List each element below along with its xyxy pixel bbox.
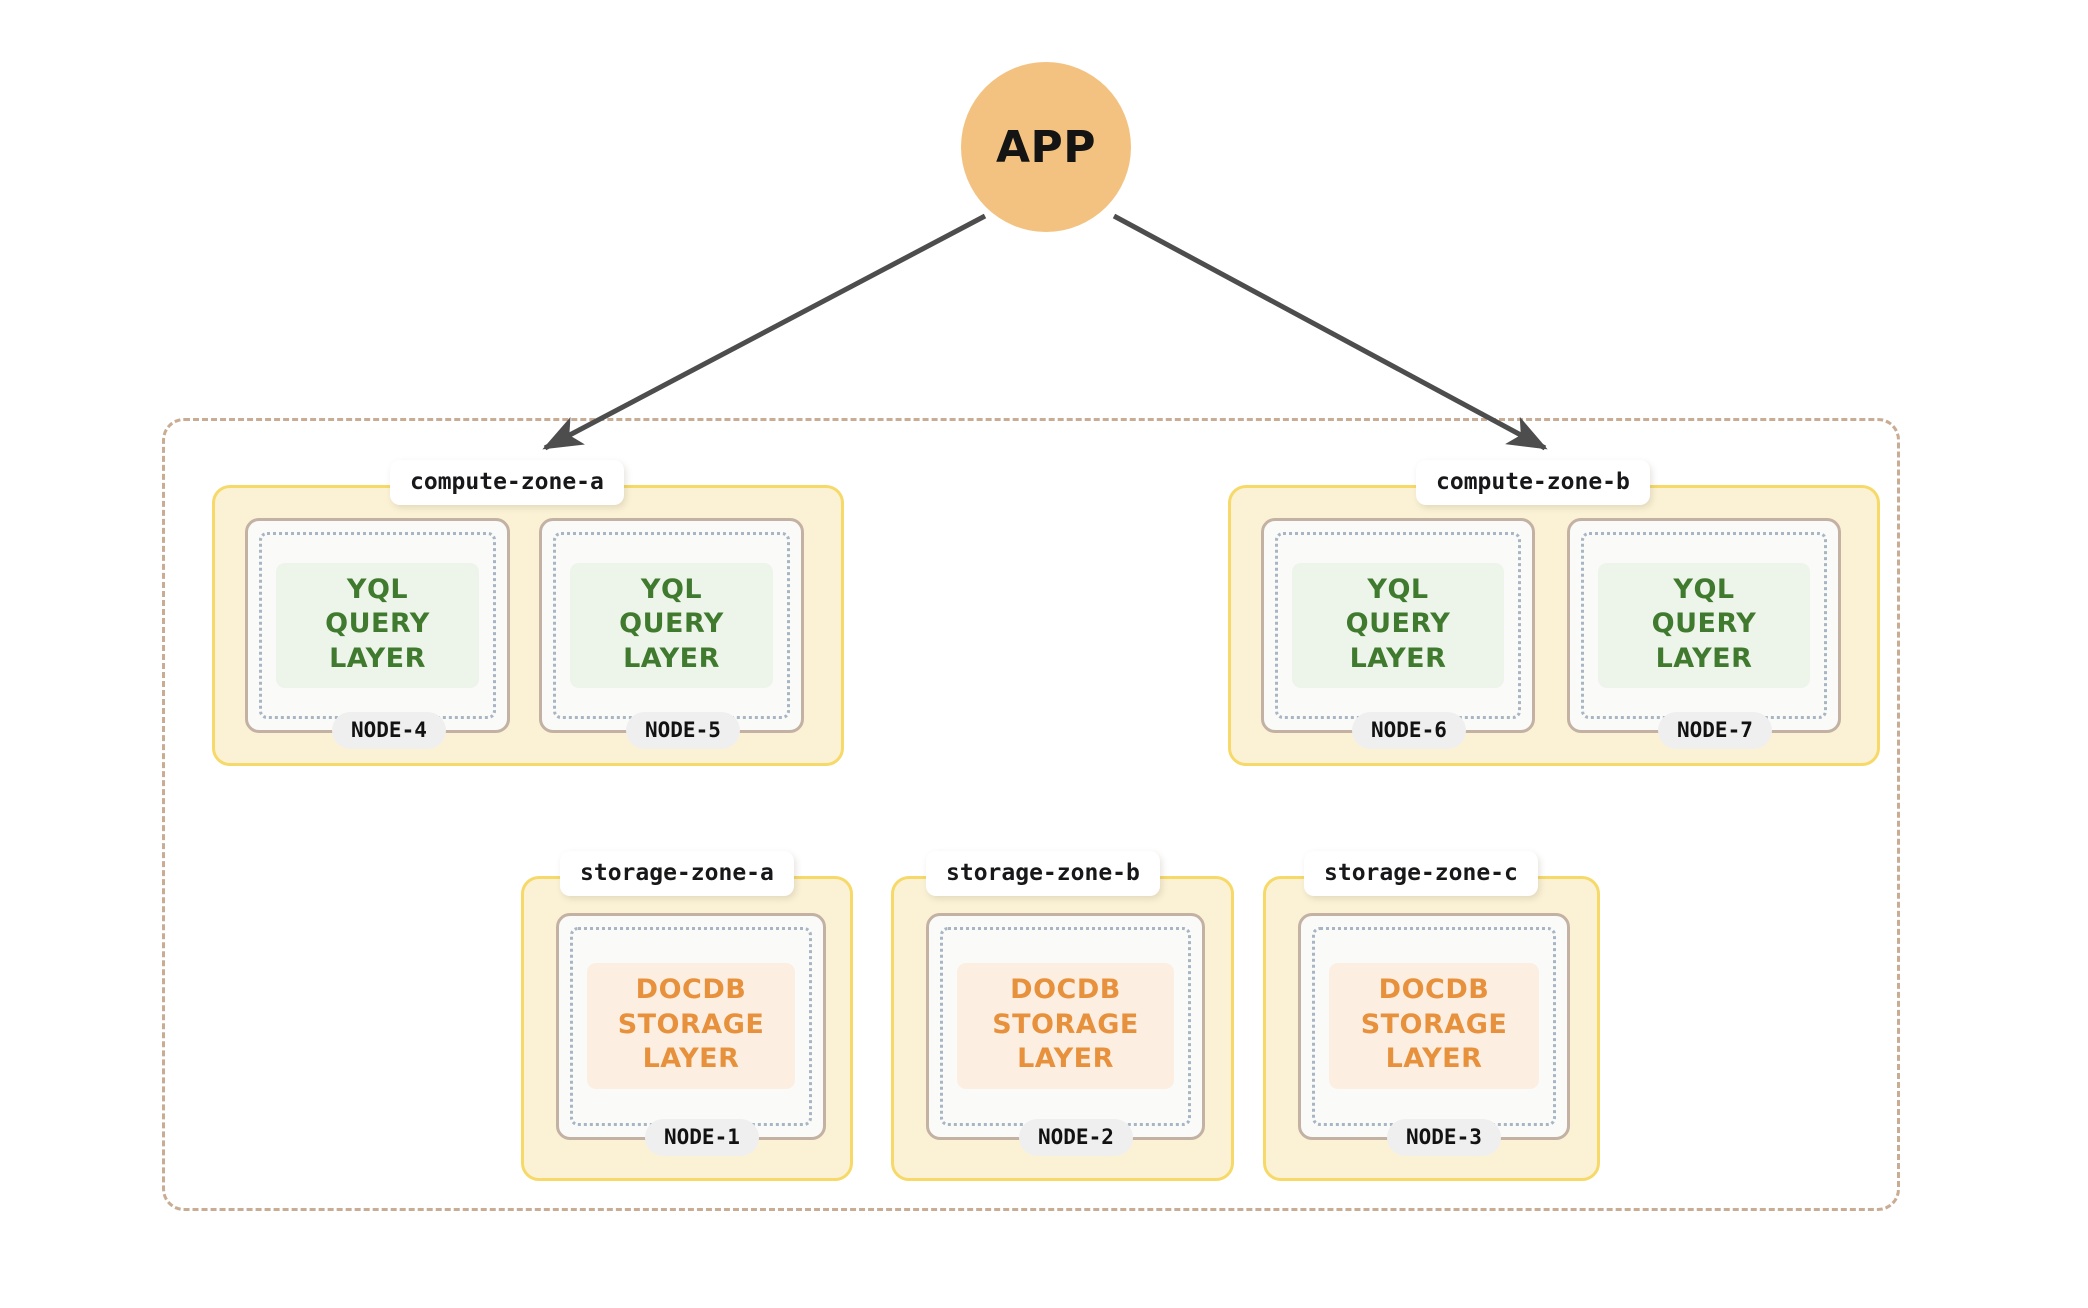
node-4-inner: YQL QUERY LAYER: [259, 532, 496, 719]
node-node-4[interactable]: YQL QUERY LAYER NODE-4: [245, 518, 510, 749]
node-3-layer-badge: DOCDB STORAGE LAYER: [1329, 963, 1539, 1089]
node-5-layer-badge: YQL QUERY LAYER: [570, 562, 773, 689]
zone-storage-zone-b[interactable]: storage-zone-b DOCDB STORAGE LAYER NODE-…: [891, 851, 1234, 1181]
zone-storage-zone-c[interactable]: storage-zone-c DOCDB STORAGE LAYER NODE-…: [1263, 851, 1600, 1181]
node-2-name-pill: NODE-2: [1019, 1119, 1133, 1156]
node-2-layer-badge: DOCDB STORAGE LAYER: [957, 963, 1174, 1089]
node-1-layer-line-1: DOCDB: [635, 974, 747, 1006]
node-6-inner: YQL QUERY LAYER: [1275, 532, 1521, 719]
zone-compute-zone-a[interactable]: compute-zone-a YQL QUERY LAYER NODE-4 YQ…: [212, 460, 844, 766]
node-3-layer-line-2: STORAGE LAYER: [1360, 1008, 1508, 1075]
zone-compute-zone-b[interactable]: compute-zone-b YQL QUERY LAYER NODE-6 YQ…: [1228, 460, 1880, 766]
app-node[interactable]: APP: [961, 62, 1131, 232]
node-5-inner: YQL QUERY LAYER: [553, 532, 790, 719]
connector-app-to-compute-zone-a: [542, 213, 987, 451]
zone-label-storage-zone-c: storage-zone-c: [1304, 851, 1538, 896]
node-node-2[interactable]: DOCDB STORAGE LAYER NODE-2: [926, 913, 1205, 1156]
node-2-inner: DOCDB STORAGE LAYER: [940, 927, 1191, 1126]
zone-label-compute-zone-b: compute-zone-b: [1416, 460, 1650, 505]
node-1-layer-badge: DOCDB STORAGE LAYER: [587, 963, 795, 1089]
node-node-6[interactable]: YQL QUERY LAYER NODE-6: [1261, 518, 1535, 749]
node-2-layer-line-2: STORAGE LAYER: [992, 1008, 1139, 1075]
node-node-7[interactable]: YQL QUERY LAYER NODE-7: [1567, 518, 1841, 749]
node-6-layer-line-1: YQL: [1367, 573, 1429, 605]
node-5-layer-line-2: QUERY LAYER: [619, 608, 724, 674]
node-1-layer-line-2: STORAGE LAYER: [617, 1008, 765, 1075]
node-6-layer-badge: YQL QUERY LAYER: [1292, 562, 1504, 689]
node-4-layer-line-2: QUERY LAYER: [325, 608, 430, 674]
node-3-inner: DOCDB STORAGE LAYER: [1312, 927, 1556, 1126]
node-7-layer-line-1: YQL: [1673, 573, 1735, 605]
node-node-1[interactable]: DOCDB STORAGE LAYER NODE-1: [556, 913, 826, 1156]
node-1-inner: DOCDB STORAGE LAYER: [570, 927, 812, 1126]
node-4-layer-line-1: YQL: [346, 573, 409, 605]
connector-app-to-compute-zone-b: [1112, 213, 1548, 451]
node-7-layer-line-2: QUERY LAYER: [1651, 608, 1757, 674]
node-1-name-pill: NODE-1: [645, 1119, 759, 1156]
node-5-name-pill: NODE-5: [626, 712, 740, 749]
app-label: APP: [995, 121, 1097, 173]
node-node-5[interactable]: YQL QUERY LAYER NODE-5: [539, 518, 804, 749]
cluster-region-boundary: [162, 418, 1900, 1211]
zone-label-compute-zone-a: compute-zone-a: [390, 460, 624, 505]
node-7-layer-badge: YQL QUERY LAYER: [1598, 562, 1810, 689]
node-7-name-pill: NODE-7: [1658, 712, 1772, 749]
node-4-name-pill: NODE-4: [332, 712, 446, 749]
zone-label-storage-zone-b: storage-zone-b: [926, 851, 1160, 896]
node-2-layer-line-1: DOCDB: [1010, 974, 1121, 1006]
node-node-3[interactable]: DOCDB STORAGE LAYER NODE-3: [1298, 913, 1570, 1156]
zone-storage-zone-a[interactable]: storage-zone-a DOCDB STORAGE LAYER NODE-…: [521, 851, 853, 1181]
node-6-layer-line-2: QUERY LAYER: [1345, 608, 1451, 674]
node-5-layer-line-1: YQL: [640, 573, 703, 605]
node-7-inner: YQL QUERY LAYER: [1581, 532, 1827, 719]
node-6-name-pill: NODE-6: [1352, 712, 1466, 749]
zone-label-storage-zone-a: storage-zone-a: [560, 851, 794, 896]
node-3-layer-line-1: DOCDB: [1378, 974, 1490, 1006]
node-4-layer-badge: YQL QUERY LAYER: [276, 562, 479, 689]
node-3-name-pill: NODE-3: [1387, 1119, 1501, 1156]
